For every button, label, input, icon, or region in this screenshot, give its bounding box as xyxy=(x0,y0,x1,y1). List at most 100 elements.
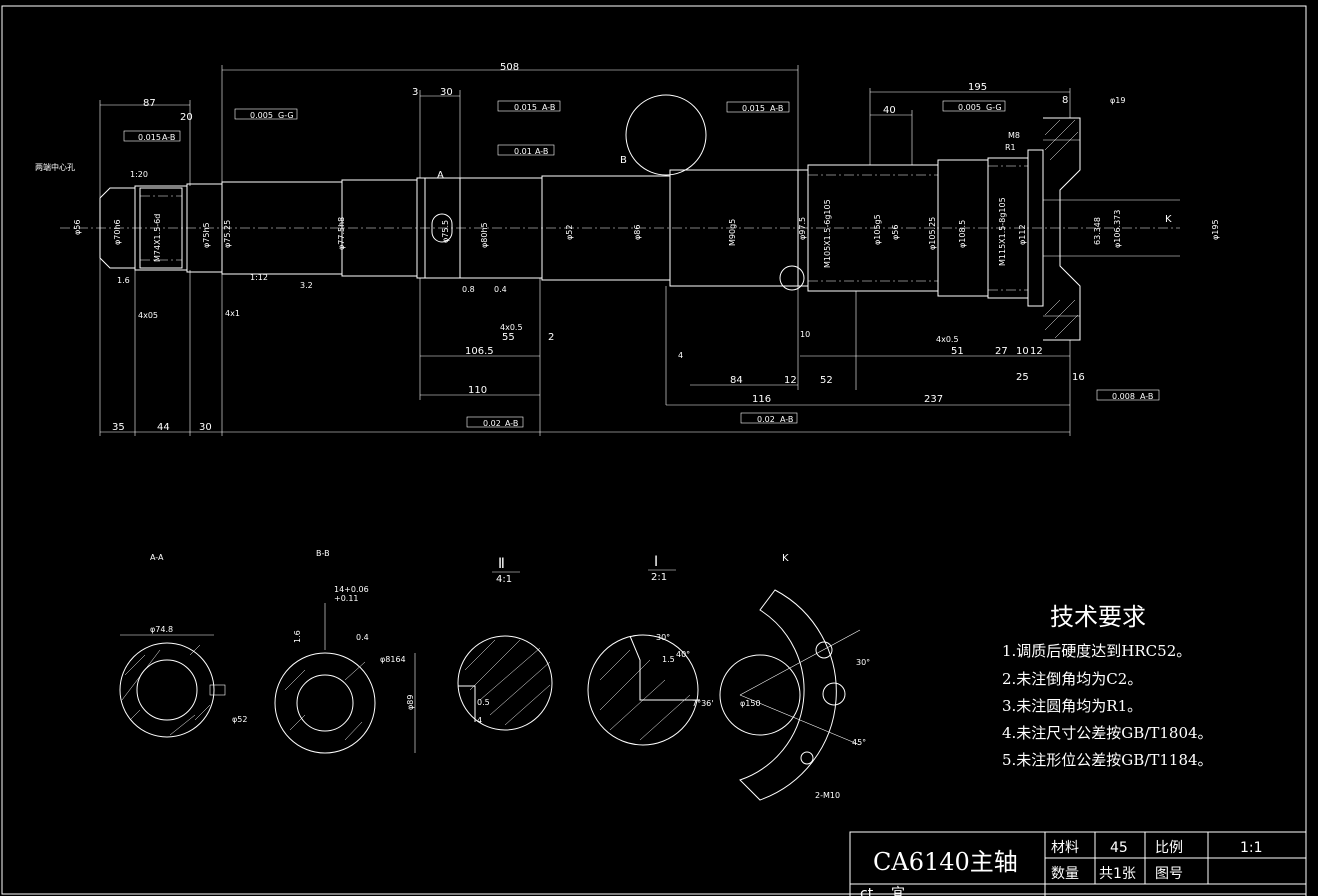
misc-labels: 4x05 4x1 4x0.5 4x0.5 1.6 0.8 3.2 0.4 1:2… xyxy=(117,170,959,360)
bottom-dimensions: 35 44 30 106.5 55 2 110 84 12 52 116 237… xyxy=(112,332,1085,433)
tech-item: 4.未注尺寸公差按GB/T1804。 xyxy=(1002,724,1213,742)
svg-text:φ52: φ52 xyxy=(232,715,247,724)
svg-text:1:20: 1:20 xyxy=(130,170,148,179)
svg-text:A-B: A-B xyxy=(535,147,548,156)
svg-text:G-G: G-G xyxy=(278,111,294,120)
svg-text:M105X1.5-6g105: M105X1.5-6g105 xyxy=(823,199,832,268)
svg-text:0.005: 0.005 xyxy=(958,103,981,112)
svg-text:4x0.5: 4x0.5 xyxy=(936,335,959,344)
svg-text:7°36': 7°36' xyxy=(692,699,713,708)
svg-text:4: 4 xyxy=(678,351,683,360)
svg-text:2: 2 xyxy=(548,332,554,343)
svg-text:φ52: φ52 xyxy=(565,225,574,240)
scale-label: 比例 xyxy=(1155,840,1183,856)
material-label: 材料 xyxy=(1051,840,1079,856)
svg-text:A-B: A-B xyxy=(770,104,783,113)
svg-text:φ108.5: φ108.5 xyxy=(958,220,967,248)
svg-text:0.015: 0.015 xyxy=(514,103,537,112)
svg-text:φ97.5: φ97.5 xyxy=(798,217,807,240)
view-k: K 30° 45° 2-M10 φ150 xyxy=(719,553,870,801)
view-k-label: K xyxy=(1165,214,1172,225)
r1-label: R1 xyxy=(1005,143,1016,152)
svg-text:106.5: 106.5 xyxy=(465,346,494,357)
svg-text:2-M10: 2-M10 xyxy=(815,791,840,800)
diameter-labels: φ56 φ70h6 M74X1.5-6d φ75h5 φ75.25 φ77.5h… xyxy=(73,197,1220,268)
svg-text:1.6: 1.6 xyxy=(117,276,130,285)
svg-text:A-B: A-B xyxy=(505,419,518,428)
svg-text:12: 12 xyxy=(1030,346,1043,357)
svg-text:A-B: A-B xyxy=(162,133,175,142)
tech-item: 5.未注形位公差按GB/T1184。 xyxy=(1002,751,1213,769)
svg-text:0.015: 0.015 xyxy=(138,133,161,142)
title-block-partial: ct... 宜 ... xyxy=(860,886,923,896)
svg-text:φ8164: φ8164 xyxy=(380,655,406,664)
svg-text:φ56: φ56 xyxy=(73,220,82,235)
section-b-label: B xyxy=(620,155,627,166)
svg-text:44: 44 xyxy=(157,422,170,433)
svg-text:30°: 30° xyxy=(656,633,670,642)
dim-8: 8 xyxy=(1062,95,1068,106)
svg-text:84: 84 xyxy=(730,375,743,386)
svg-text:30: 30 xyxy=(199,422,212,433)
svg-text:4: 4 xyxy=(477,716,482,725)
svg-text:2:1: 2:1 xyxy=(651,572,667,583)
svg-text:55: 55 xyxy=(502,332,515,343)
svg-text:0.02: 0.02 xyxy=(757,415,775,424)
svg-text:φ89: φ89 xyxy=(406,695,415,710)
tech-requirements: 技术要求 1.调质后硬度达到HRC52。 2.未注倒角均为C2。 3.未注圆角均… xyxy=(1002,603,1213,769)
svg-text:1.5: 1.5 xyxy=(662,655,675,664)
dim-30: 30 xyxy=(440,87,453,98)
svg-text:27: 27 xyxy=(995,346,1008,357)
svg-text:φ74.8: φ74.8 xyxy=(150,625,173,634)
svg-text:10: 10 xyxy=(800,330,810,339)
svg-text:φ105.25: φ105.25 xyxy=(928,217,937,250)
svg-text:φ75h5: φ75h5 xyxy=(202,222,211,248)
svg-text:φ75.25: φ75.25 xyxy=(223,220,232,248)
detail-i: Ⅰ 2:1 30° 40° 1.5 7°36' xyxy=(587,554,713,746)
tech-item: 1.调质后硬度达到HRC52。 xyxy=(1002,642,1191,660)
center-hole-label: 两端中心孔 xyxy=(35,162,75,172)
tech-item: 2.未注倒角均为C2。 xyxy=(1002,670,1142,688)
svg-text:1.6: 1.6 xyxy=(293,630,302,643)
dim-40: 40 xyxy=(883,105,896,116)
svg-text:1:12: 1:12 xyxy=(250,273,268,282)
svg-text:φ56: φ56 xyxy=(891,225,900,240)
qty-label: 数量 xyxy=(1051,866,1079,882)
tech-item: 3.未注圆角均为R1。 xyxy=(1002,697,1142,715)
svg-text:40°: 40° xyxy=(676,650,690,659)
svg-text:51: 51 xyxy=(951,346,964,357)
svg-text:M74X1.5-6d: M74X1.5-6d xyxy=(153,214,162,262)
shaft-main-view xyxy=(60,94,1180,341)
svg-text:25: 25 xyxy=(1016,372,1029,383)
svg-text:φ80h5: φ80h5 xyxy=(480,222,489,248)
svg-text:14+0.06: 14+0.06 xyxy=(334,585,369,594)
svg-text:0.4: 0.4 xyxy=(356,633,369,642)
svg-text:M115X1.5-8g105: M115X1.5-8g105 xyxy=(998,197,1007,266)
svg-text:+0.11: +0.11 xyxy=(334,594,359,603)
dim-3: 3 xyxy=(412,87,418,98)
svg-text:0.008: 0.008 xyxy=(1112,392,1135,401)
svg-text:0.02: 0.02 xyxy=(483,419,501,428)
svg-text:4:1: 4:1 xyxy=(496,574,512,585)
svg-text:G-G: G-G xyxy=(986,103,1002,112)
svg-text:φ105g5: φ105g5 xyxy=(873,214,882,245)
svg-text:φ112: φ112 xyxy=(1018,224,1027,245)
svg-text:Ⅰ: Ⅰ xyxy=(654,554,658,570)
svg-text:4x0.5: 4x0.5 xyxy=(500,323,523,332)
svg-text:φ75.5: φ75.5 xyxy=(441,220,450,243)
svg-text:116: 116 xyxy=(752,394,771,405)
dimension-lines xyxy=(99,65,1071,436)
qty-value: 共1张 xyxy=(1099,866,1136,882)
svg-text:52: 52 xyxy=(820,375,833,386)
svg-text:0.4: 0.4 xyxy=(494,285,507,294)
phi19-label: φ19 xyxy=(1110,96,1125,105)
svg-text:A-B: A-B xyxy=(542,103,555,112)
tech-heading: 技术要求 xyxy=(1050,603,1146,631)
svg-text:10: 10 xyxy=(1016,346,1029,357)
drawing-frame xyxy=(1,5,1307,895)
m8-label: M8 xyxy=(1008,131,1020,140)
svg-text:0.5: 0.5 xyxy=(477,698,490,707)
svg-text:M90g5: M90g5 xyxy=(728,219,737,246)
detail-ii: Ⅱ 4:1 0.5 4 xyxy=(457,556,553,731)
